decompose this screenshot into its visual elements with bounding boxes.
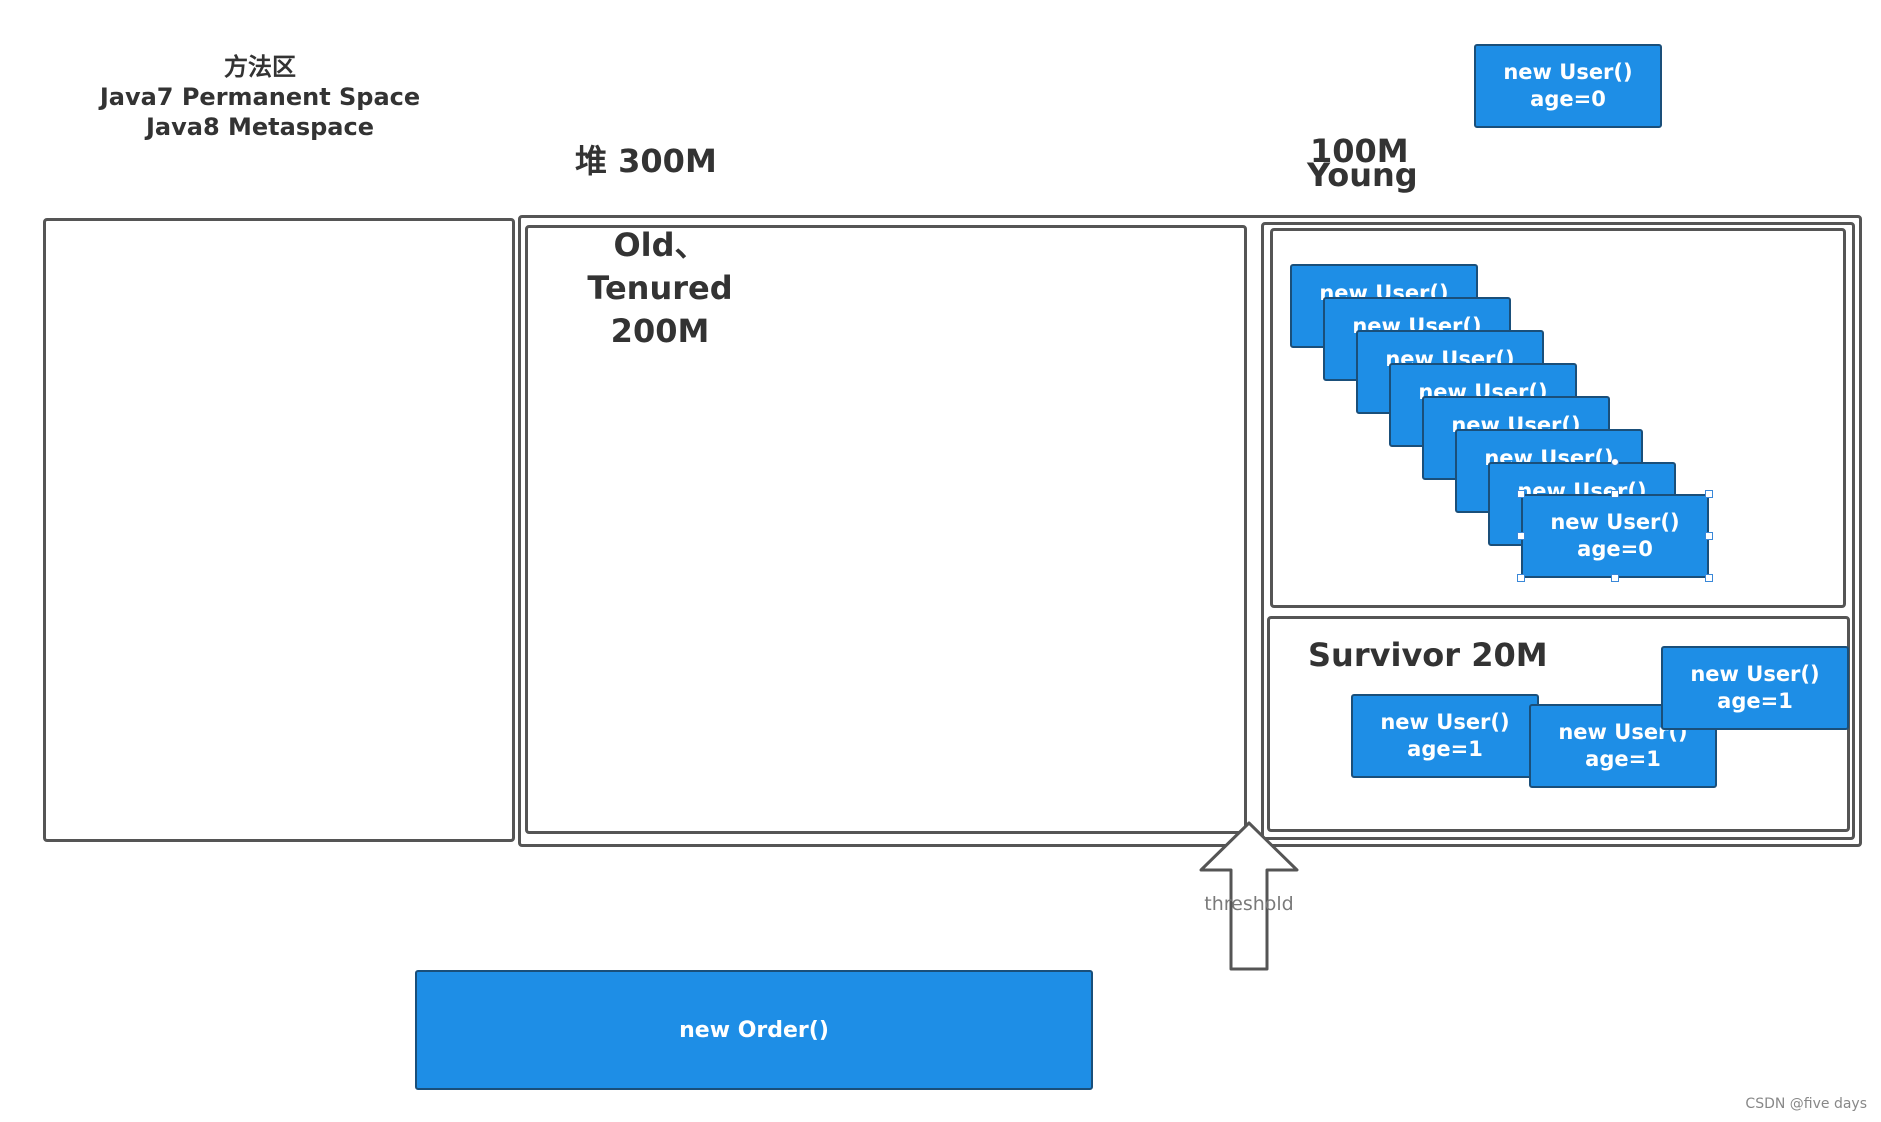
object-line2: age=0 (1530, 87, 1606, 111)
watermark: CSDN @five days (1745, 1096, 1867, 1112)
survivor-user-object-1[interactable]: new User() age=1 (1351, 694, 1539, 778)
young-size-label: 100M (1310, 132, 1409, 170)
object-line1: new User() (1503, 60, 1633, 84)
object-line2: age=1 (1717, 689, 1793, 713)
method-area-java8: Java8 Metaspace (145, 113, 374, 141)
old-label-line2: Tenured (587, 269, 733, 307)
selection-handle[interactable] (1517, 574, 1525, 582)
threshold-label: threshold (1204, 893, 1294, 915)
rotate-handle[interactable] (1611, 458, 1619, 466)
survivor-user-object-3[interactable]: new User() age=1 (1661, 646, 1849, 730)
object-line1: new User() (1380, 710, 1510, 734)
old-label-line1: Old、 (613, 226, 707, 264)
selection-handle[interactable] (1611, 574, 1619, 582)
old-generation-label: Old、 Tenured 200M (570, 224, 750, 353)
threshold-arrow-icon (1199, 821, 1299, 971)
object-line1: new User() (1550, 510, 1680, 534)
selection-handle[interactable] (1517, 532, 1525, 540)
selection-handle[interactable] (1705, 574, 1713, 582)
selection-handle[interactable] (1705, 532, 1713, 540)
old-label-line3: 200M (610, 312, 710, 350)
object-line2: age=1 (1407, 737, 1483, 761)
old-generation-box (525, 225, 1247, 834)
method-area-title: 方法区 Java7 Permanent Space Java8 Metaspac… (95, 52, 425, 142)
order-label: new Order() (679, 1017, 829, 1043)
eden-user-object-8-selected[interactable]: new User() age=0 (1521, 494, 1709, 578)
selection-handle[interactable] (1611, 490, 1619, 498)
new-order-object[interactable]: new Order() (415, 970, 1093, 1090)
young-label: Young (1307, 156, 1418, 194)
object-line2: age=0 (1577, 537, 1653, 561)
survivor-label: Survivor 20M (1308, 636, 1548, 674)
object-line2: age=1 (1585, 747, 1661, 771)
heap-label: 堆 300M (575, 142, 717, 180)
selection-handle[interactable] (1517, 490, 1525, 498)
new-user-object-top[interactable]: new User() age=0 (1474, 44, 1662, 128)
selection-handle[interactable] (1705, 490, 1713, 498)
method-area-title-cn: 方法区 (224, 53, 296, 81)
method-area-box (43, 218, 515, 842)
method-area-java7: Java7 Permanent Space (99, 83, 421, 111)
object-line1: new User() (1690, 662, 1820, 686)
